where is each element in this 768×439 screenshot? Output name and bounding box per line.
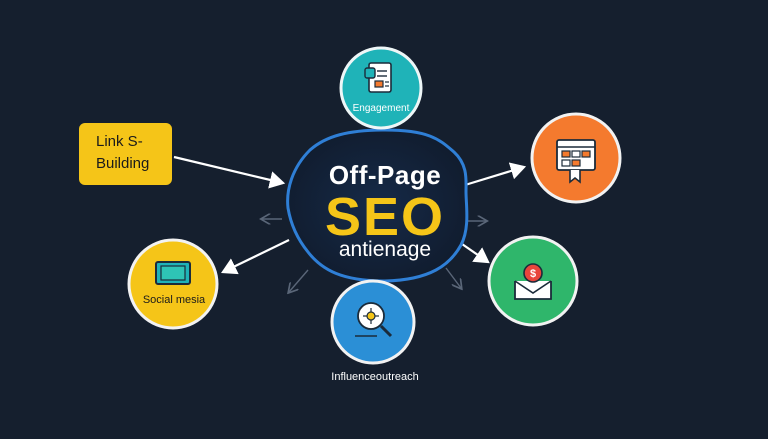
calendar-grid-icon: [556, 139, 596, 184]
arrow-green: [461, 243, 490, 264]
arrow-orange: [464, 162, 527, 187]
social-media-node: [127, 238, 219, 330]
center-hub: [286, 128, 469, 283]
hub-title-seo: SEO: [324, 187, 446, 247]
link-building-box: Link S- Building: [79, 123, 172, 185]
magnifier-network-icon: [355, 302, 393, 338]
green-node: $: [487, 235, 579, 327]
document-chart-icon: [364, 62, 392, 93]
link-building-label-line1: Link S-: [96, 133, 143, 150]
arrow-social-media: [221, 239, 290, 275]
arrow-link-building: [173, 155, 286, 189]
influencer-node: [330, 279, 416, 365]
connector-arrows: [173, 155, 527, 292]
orange-node: [530, 112, 622, 204]
svg-text:$: $: [530, 268, 536, 280]
arrow-hint-bottom-left: [289, 269, 309, 292]
engagement-label: Engagement: [352, 103, 410, 114]
link-building-label-line2: Building: [96, 155, 150, 172]
social-media-label: Social mesia: [142, 294, 206, 306]
influencer-label: Influenceoutreach: [331, 371, 419, 383]
hub-subtitle: antienage: [338, 238, 432, 261]
monitor-icon: [155, 261, 191, 285]
hub-title-off-page: Off-Page: [328, 160, 442, 190]
engagement-node: [339, 46, 423, 130]
dollar-envelope-icon: $: [514, 263, 552, 300]
arrow-hint-bottom-right: [445, 267, 461, 288]
